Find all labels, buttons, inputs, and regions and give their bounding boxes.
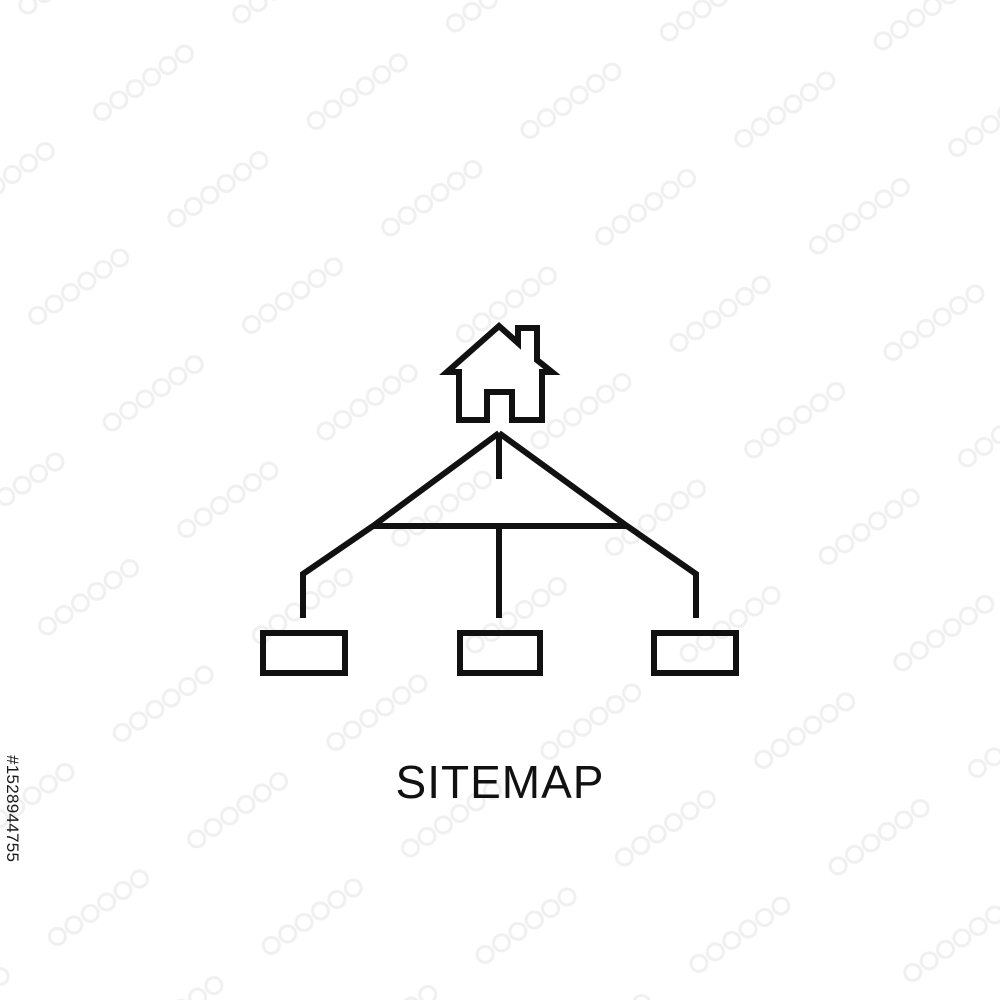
page-box-center bbox=[457, 630, 543, 676]
page-box-left bbox=[260, 630, 348, 676]
home-icon bbox=[439, 321, 561, 423]
stock-id-text: #1528944755 bbox=[3, 755, 22, 863]
page-box-right bbox=[651, 630, 739, 676]
tree-connector-lines bbox=[300, 430, 699, 618]
icon-caption: SITEMAP bbox=[395, 756, 605, 808]
stock-id-label: #1528944755 bbox=[0, 755, 36, 895]
